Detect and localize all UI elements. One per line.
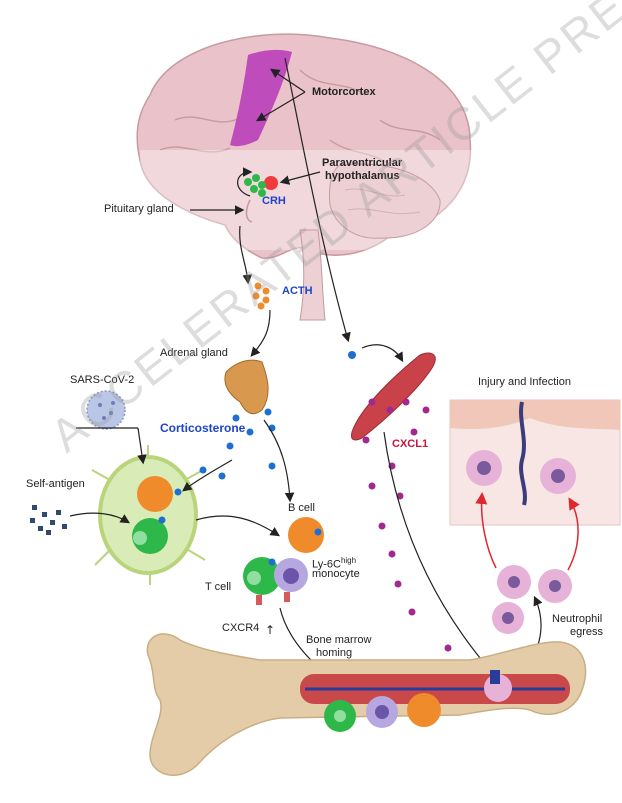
monocyte-label: monocyte: [312, 568, 360, 580]
muscle: [351, 352, 436, 441]
pituitary-label: Pituitary gland: [104, 203, 174, 215]
lymph-node: [91, 445, 206, 585]
sars-virus-icon: [86, 390, 126, 430]
adrenal-gland: [224, 359, 269, 415]
bone-marrow-label-line2: homing: [316, 647, 353, 659]
b-cell-label: B cell: [288, 502, 315, 514]
t-cell-label: T cell: [205, 581, 232, 593]
self-antigen-label: Self-antigen: [26, 478, 85, 490]
injury-label: Injury and Infection: [478, 376, 571, 388]
acth-label: ACTH: [282, 285, 313, 297]
egress-arrows: [475, 492, 580, 571]
brain: [136, 33, 475, 321]
injury-panel: [449, 399, 621, 526]
bone: [146, 633, 587, 776]
adrenal-label: Adrenal gland: [160, 347, 228, 359]
sars-label: SARS-CoV-2: [70, 374, 135, 386]
acth-dots: [252, 282, 270, 310]
crh-label: CRH: [262, 195, 286, 207]
crh-cluster: [244, 174, 278, 197]
neutrophils: [492, 565, 572, 634]
up-arrow-glyph: ↑: [265, 623, 275, 637]
immune-cells: [243, 517, 324, 605]
ly6c-label: Ly-6Chigh: [312, 556, 357, 571]
corticosterone-dots: [199, 408, 276, 480]
motorcortex-label: Motorcortex: [312, 86, 376, 98]
neutrophil-label-line2: egress: [570, 626, 604, 638]
cxcl1-label: CXCL1: [392, 438, 429, 450]
self-antigen-particles: [30, 505, 67, 535]
signal-dot: [348, 351, 356, 359]
pvh-label-line2: hypothalamus: [325, 170, 400, 182]
cxcr4-label: CXCR4: [222, 622, 260, 634]
pvh-label-line1: Paraventricular: [322, 157, 403, 169]
bone-marrow-label-line1: Bone marrow: [306, 634, 372, 646]
neutrophil-label-line1: Neutrophil: [552, 613, 603, 625]
brain-arrows: [190, 57, 404, 363]
t-cell: [243, 557, 281, 595]
b-cell: [288, 517, 324, 553]
corticosterone-label: Corticosterone: [160, 421, 246, 435]
